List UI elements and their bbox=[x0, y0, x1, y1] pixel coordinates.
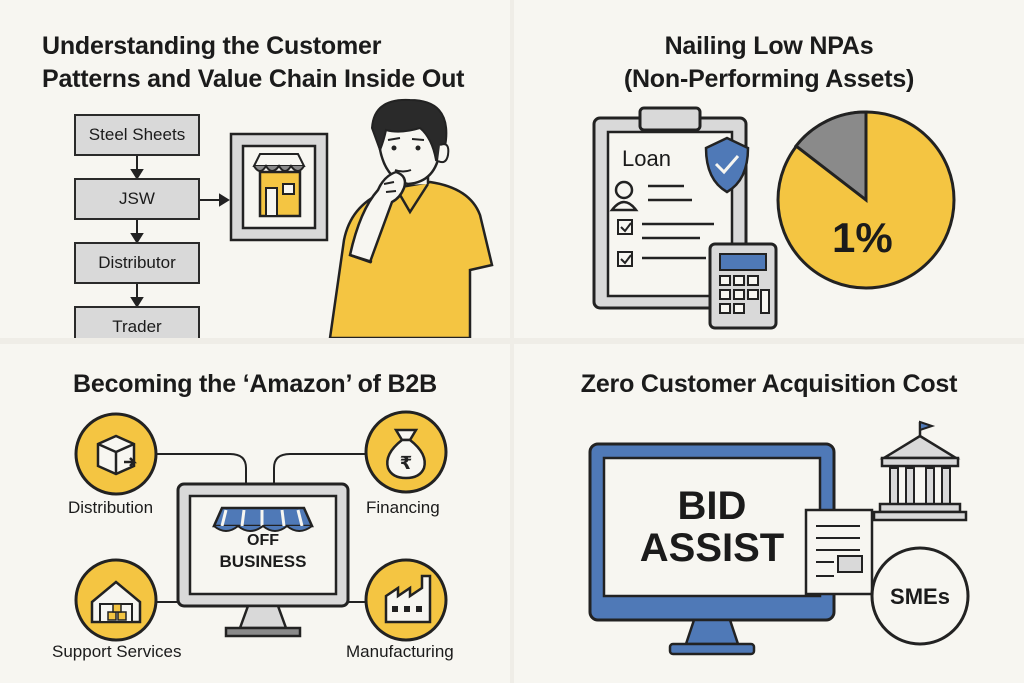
panel-cac: Zero Customer Acquisition Cost bbox=[514, 344, 1024, 683]
loan-label: Loan bbox=[622, 146, 671, 171]
panel-amazon: Becoming the ‘Amazon’ of B2B bbox=[0, 344, 510, 683]
screen-label-line-1: BID bbox=[677, 484, 747, 528]
center-label-line-2: BUSINESS bbox=[219, 552, 307, 571]
chain-label: Steel Sheets bbox=[88, 125, 186, 144]
center-label-line-1: OFF bbox=[247, 532, 279, 549]
monitor-icon bbox=[588, 442, 836, 656]
shield-check-icon bbox=[704, 136, 750, 194]
pie-chart-icon bbox=[776, 110, 956, 290]
chain-box-steel-sheets: Steel Sheets bbox=[74, 114, 200, 156]
warehouse-icon bbox=[74, 558, 158, 642]
monitor-icon bbox=[176, 482, 350, 638]
node-label-manufacturing: Manufacturing bbox=[346, 642, 454, 661]
thinking-person-icon bbox=[328, 98, 494, 338]
government-building-icon bbox=[872, 420, 968, 522]
node-label-distribution: Distribution bbox=[68, 498, 154, 517]
cac-art bbox=[588, 420, 970, 656]
panel-title: Understanding the Customer Patterns and … bbox=[42, 30, 510, 96]
chain-label: Distributor bbox=[98, 253, 176, 272]
node-label-financing: Financing bbox=[366, 498, 440, 517]
title-line-1: Nailing Low NPAs bbox=[664, 32, 874, 60]
document-icon bbox=[804, 508, 874, 596]
chain-label: Trader bbox=[112, 317, 162, 336]
panel-understanding: Understanding the Customer Patterns and … bbox=[0, 0, 510, 338]
amazon-art: ₹ bbox=[74, 410, 448, 642]
value-chain-art bbox=[130, 98, 494, 338]
shop-icon bbox=[229, 132, 329, 242]
box-icon bbox=[74, 412, 158, 496]
pie-value-label: 1% bbox=[832, 214, 893, 261]
smes-label: SMEs bbox=[890, 584, 950, 609]
smes-circle bbox=[870, 546, 970, 646]
title-line-1: Understanding the Customer bbox=[42, 32, 382, 60]
title-line-1: Becoming the ‘Amazon’ of B2B bbox=[73, 370, 437, 398]
svg-text:₹: ₹ bbox=[400, 453, 413, 474]
chain-box-jsw: JSW bbox=[74, 178, 200, 220]
node-label-support-services: Support Services bbox=[52, 642, 182, 661]
title-line-2: Patterns and Value Chain Inside Out bbox=[42, 65, 465, 93]
factory-icon bbox=[364, 558, 448, 642]
panel-title: Becoming the ‘Amazon’ of B2B bbox=[0, 368, 510, 401]
chain-box-distributor: Distributor bbox=[74, 242, 200, 284]
screen-label-line-2: ASSIST bbox=[639, 526, 785, 570]
npa-art bbox=[592, 106, 956, 330]
title-line-1: Zero Customer Acquisition Cost bbox=[580, 370, 958, 398]
panel-title: Nailing Low NPAs (Non-Performing Assets) bbox=[514, 30, 1024, 96]
panel-npa: Nailing Low NPAs (Non-Performing Assets) bbox=[514, 0, 1024, 338]
money-bag-icon: ₹ bbox=[364, 410, 448, 494]
calculator-icon bbox=[708, 242, 778, 330]
title-line-2: (Non-Performing Assets) bbox=[623, 65, 915, 93]
chain-label: JSW bbox=[119, 189, 155, 208]
panel-title: Zero Customer Acquisition Cost bbox=[514, 368, 1024, 401]
chain-box-trader: Trader bbox=[74, 306, 200, 338]
